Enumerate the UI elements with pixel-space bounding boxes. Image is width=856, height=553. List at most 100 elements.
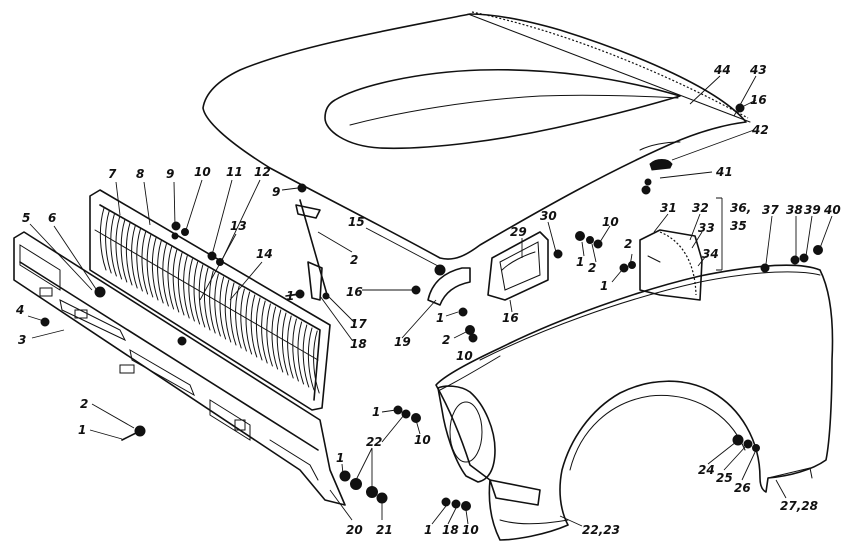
callout-32: 32 <box>692 201 709 215</box>
callout-37: 37 <box>762 203 779 217</box>
callout-1-f: 1 <box>372 405 380 419</box>
callout-17: 17 <box>350 317 367 331</box>
callout-24: 24 <box>698 463 715 477</box>
callout-1-d: 1 <box>576 255 584 269</box>
callout-33: 33 <box>698 221 715 235</box>
grille-slat <box>281 312 289 376</box>
callout-14: 14 <box>256 247 273 261</box>
grille-slat <box>245 291 253 355</box>
callout-19: 19 <box>394 335 411 349</box>
grille-slat <box>110 213 117 277</box>
grille-slat <box>136 228 143 292</box>
callout-29: 29 <box>510 225 527 239</box>
grille-slat <box>198 264 206 328</box>
grille-slat <box>313 330 320 394</box>
callout-9: 9 <box>166 167 174 181</box>
grille-slat <box>214 273 221 337</box>
callout-7: 7 <box>108 167 117 181</box>
callout-1-g: 1 <box>336 451 344 465</box>
callout-2-f: 2 <box>374 435 382 449</box>
callout-2-e: 2 <box>624 237 632 251</box>
callout-1-b: 1 <box>286 289 294 303</box>
callout-1-c: 1 <box>436 311 444 325</box>
callout-6: 6 <box>48 211 56 225</box>
callout-40: 40 <box>823 203 841 217</box>
callout-13: 13 <box>230 219 247 233</box>
grille-slat <box>151 237 159 301</box>
headlight-frame-inner <box>487 231 549 301</box>
grille-slat <box>167 246 175 310</box>
grille-slat <box>255 297 263 361</box>
callout-4: 4 <box>15 303 24 317</box>
grille-slat <box>240 288 247 352</box>
radiator-grille <box>89 189 331 411</box>
callout-44: 44 <box>713 63 731 77</box>
grille-slat <box>131 225 138 289</box>
callout-10-c: 10 <box>602 215 619 229</box>
grille-slat <box>177 252 185 316</box>
callout-42: 42 <box>751 123 769 137</box>
callout-15: 15 <box>348 215 365 229</box>
front-fender <box>435 264 834 541</box>
grille-slat <box>287 315 294 379</box>
callout-10-b: 10 <box>456 349 473 363</box>
callout-18-b: 18 <box>442 523 459 537</box>
callout-39: 39 <box>804 203 821 217</box>
grille-slat <box>115 216 123 280</box>
grille-slat <box>99 207 107 271</box>
callout-26: 26 <box>734 481 751 495</box>
callout-2-d: 2 <box>588 261 596 275</box>
callout-20: 20 <box>346 523 363 537</box>
callout-18-a: 18 <box>350 337 367 351</box>
callout-16-b: 16 <box>502 311 519 325</box>
callout-1-a: 1 <box>78 423 86 437</box>
grille-slat <box>183 255 190 319</box>
callout-11: 11 <box>226 165 243 179</box>
callout-12: 12 <box>254 165 271 179</box>
grille-slat <box>271 306 279 370</box>
grille-slat <box>172 249 180 313</box>
callout-41: 41 <box>715 165 733 179</box>
grille-slat <box>105 210 112 274</box>
headlight-frame-outer <box>427 267 471 306</box>
callout-22-23: 22,23 <box>582 523 620 537</box>
grille-slat <box>292 318 299 382</box>
grille-slat <box>141 231 149 295</box>
callout-27-28: 27,28 <box>780 499 818 513</box>
leader-lines <box>27 75 833 527</box>
grille-slat <box>297 321 305 385</box>
callout-2-b: 2 <box>350 253 358 267</box>
callout-16-a: 16 <box>346 285 363 299</box>
callout-5: 5 <box>22 211 30 225</box>
grille-slat <box>203 267 211 331</box>
grille-slat <box>125 222 133 286</box>
callout-25: 25 <box>716 471 733 485</box>
grille-slat <box>188 258 195 322</box>
callout-1-h: 1 <box>424 523 432 537</box>
grille-slat <box>276 309 284 373</box>
callout-2-g: 2 <box>366 435 374 449</box>
callout-10-e: 10 <box>462 523 479 537</box>
callout-38: 38 <box>786 203 803 217</box>
callout-2-c: 2 <box>442 333 450 347</box>
grille-slat <box>224 279 232 343</box>
grille-slat <box>261 300 268 364</box>
grille-slat <box>162 243 169 307</box>
callout-31: 31 <box>660 201 677 215</box>
callout-16-c: 16 <box>750 93 767 107</box>
grille-slat <box>266 303 273 367</box>
callout-10: 10 <box>194 165 211 179</box>
grille-slat <box>120 219 128 283</box>
callout-3: 3 <box>18 333 26 347</box>
hood-support <box>295 183 330 301</box>
callout-labels: 7 8 9 10 11 12 13 14 5 6 4 3 2 1 9 15 2 … <box>15 63 841 537</box>
grille-slat <box>307 327 315 391</box>
callout-43: 43 <box>749 63 767 77</box>
callout-10-d: 10 <box>414 433 431 447</box>
grille-slat <box>193 261 201 325</box>
callout-9-b: 9 <box>272 185 280 199</box>
callout-21: 21 <box>376 523 393 537</box>
grille-slat <box>250 294 258 358</box>
